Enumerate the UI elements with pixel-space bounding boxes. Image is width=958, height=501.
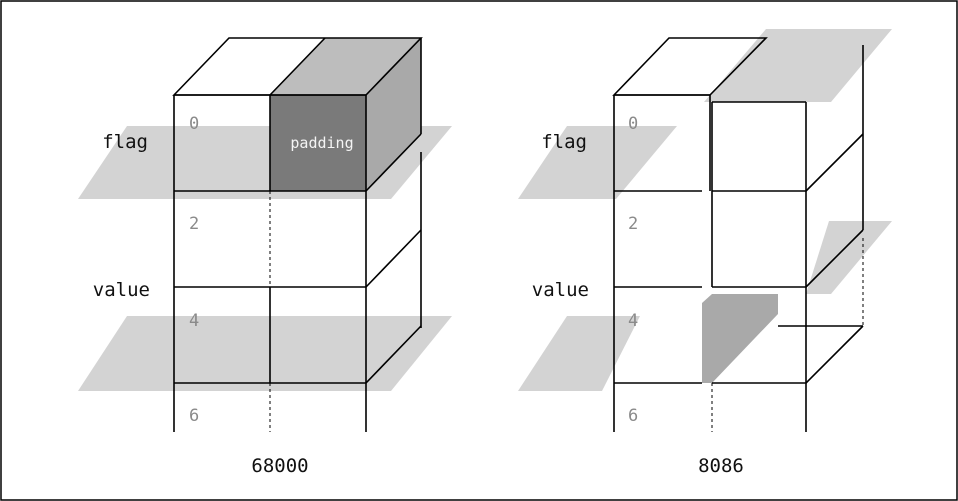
flag-plane-left [518, 126, 677, 199]
flag-label: flag [541, 131, 587, 153]
diagram-8086: flag value 0 2 4 6 8086 [518, 29, 892, 477]
value-plane-left [518, 316, 640, 391]
flag-plane-offset [704, 29, 892, 102]
diagram-caption: 68000 [251, 455, 308, 477]
offset-label: 6 [189, 406, 199, 426]
padding-front-face [270, 95, 366, 191]
value-label: value [93, 279, 150, 301]
padding-side-face [366, 38, 421, 191]
value-plane-offset [806, 221, 892, 294]
flag-label: flag [102, 131, 148, 153]
value-label: value [532, 279, 589, 301]
padding-label: padding [290, 134, 353, 152]
offset-label: 0 [628, 114, 638, 134]
offset-label: 4 [189, 311, 199, 331]
offset-label: 6 [628, 406, 638, 426]
offset-label: 0 [189, 114, 199, 134]
offset-label: 4 [628, 311, 638, 331]
diagram-caption: 8086 [698, 455, 744, 477]
diagram-68000: flag value 0 2 4 6 padding 68000 [78, 37, 452, 477]
offset-label: 2 [628, 214, 638, 234]
offset-label: 2 [189, 214, 199, 234]
padding-top-face [270, 38, 421, 95]
value-plane [78, 316, 452, 391]
misaligned-shade [702, 294, 778, 383]
